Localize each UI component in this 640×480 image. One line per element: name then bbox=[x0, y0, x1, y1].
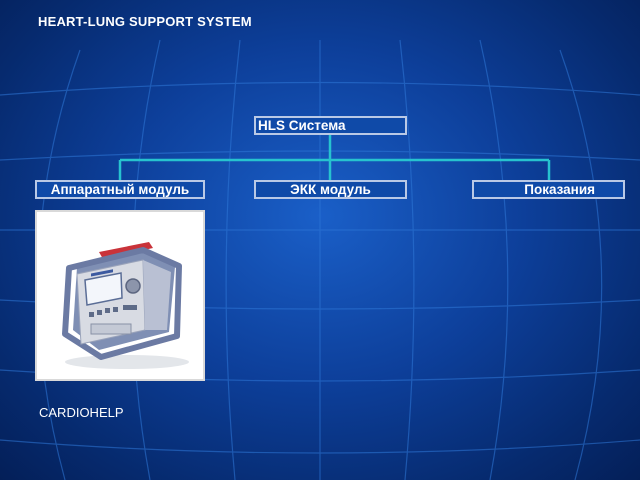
root-node-hls-system: HLS Система bbox=[254, 116, 407, 135]
root-node-label: HLS Система bbox=[258, 118, 346, 133]
node-ekk-module: ЭКК модуль bbox=[254, 180, 407, 199]
heart-lung-device-icon bbox=[62, 242, 189, 369]
node-ekk-module-label: ЭКК модуль bbox=[290, 182, 371, 197]
node-hardware-module-label: Аппаратный модуль bbox=[50, 182, 190, 197]
node-indications-label: Показания bbox=[524, 182, 595, 197]
device-caption: CARDIOHELP bbox=[39, 405, 124, 420]
node-indications: Показания bbox=[472, 180, 625, 199]
device-photo bbox=[35, 210, 205, 381]
node-hardware-module: Аппаратный модуль bbox=[35, 180, 205, 199]
page-title: HEART-LUNG SUPPORT SYSTEM bbox=[38, 14, 252, 29]
